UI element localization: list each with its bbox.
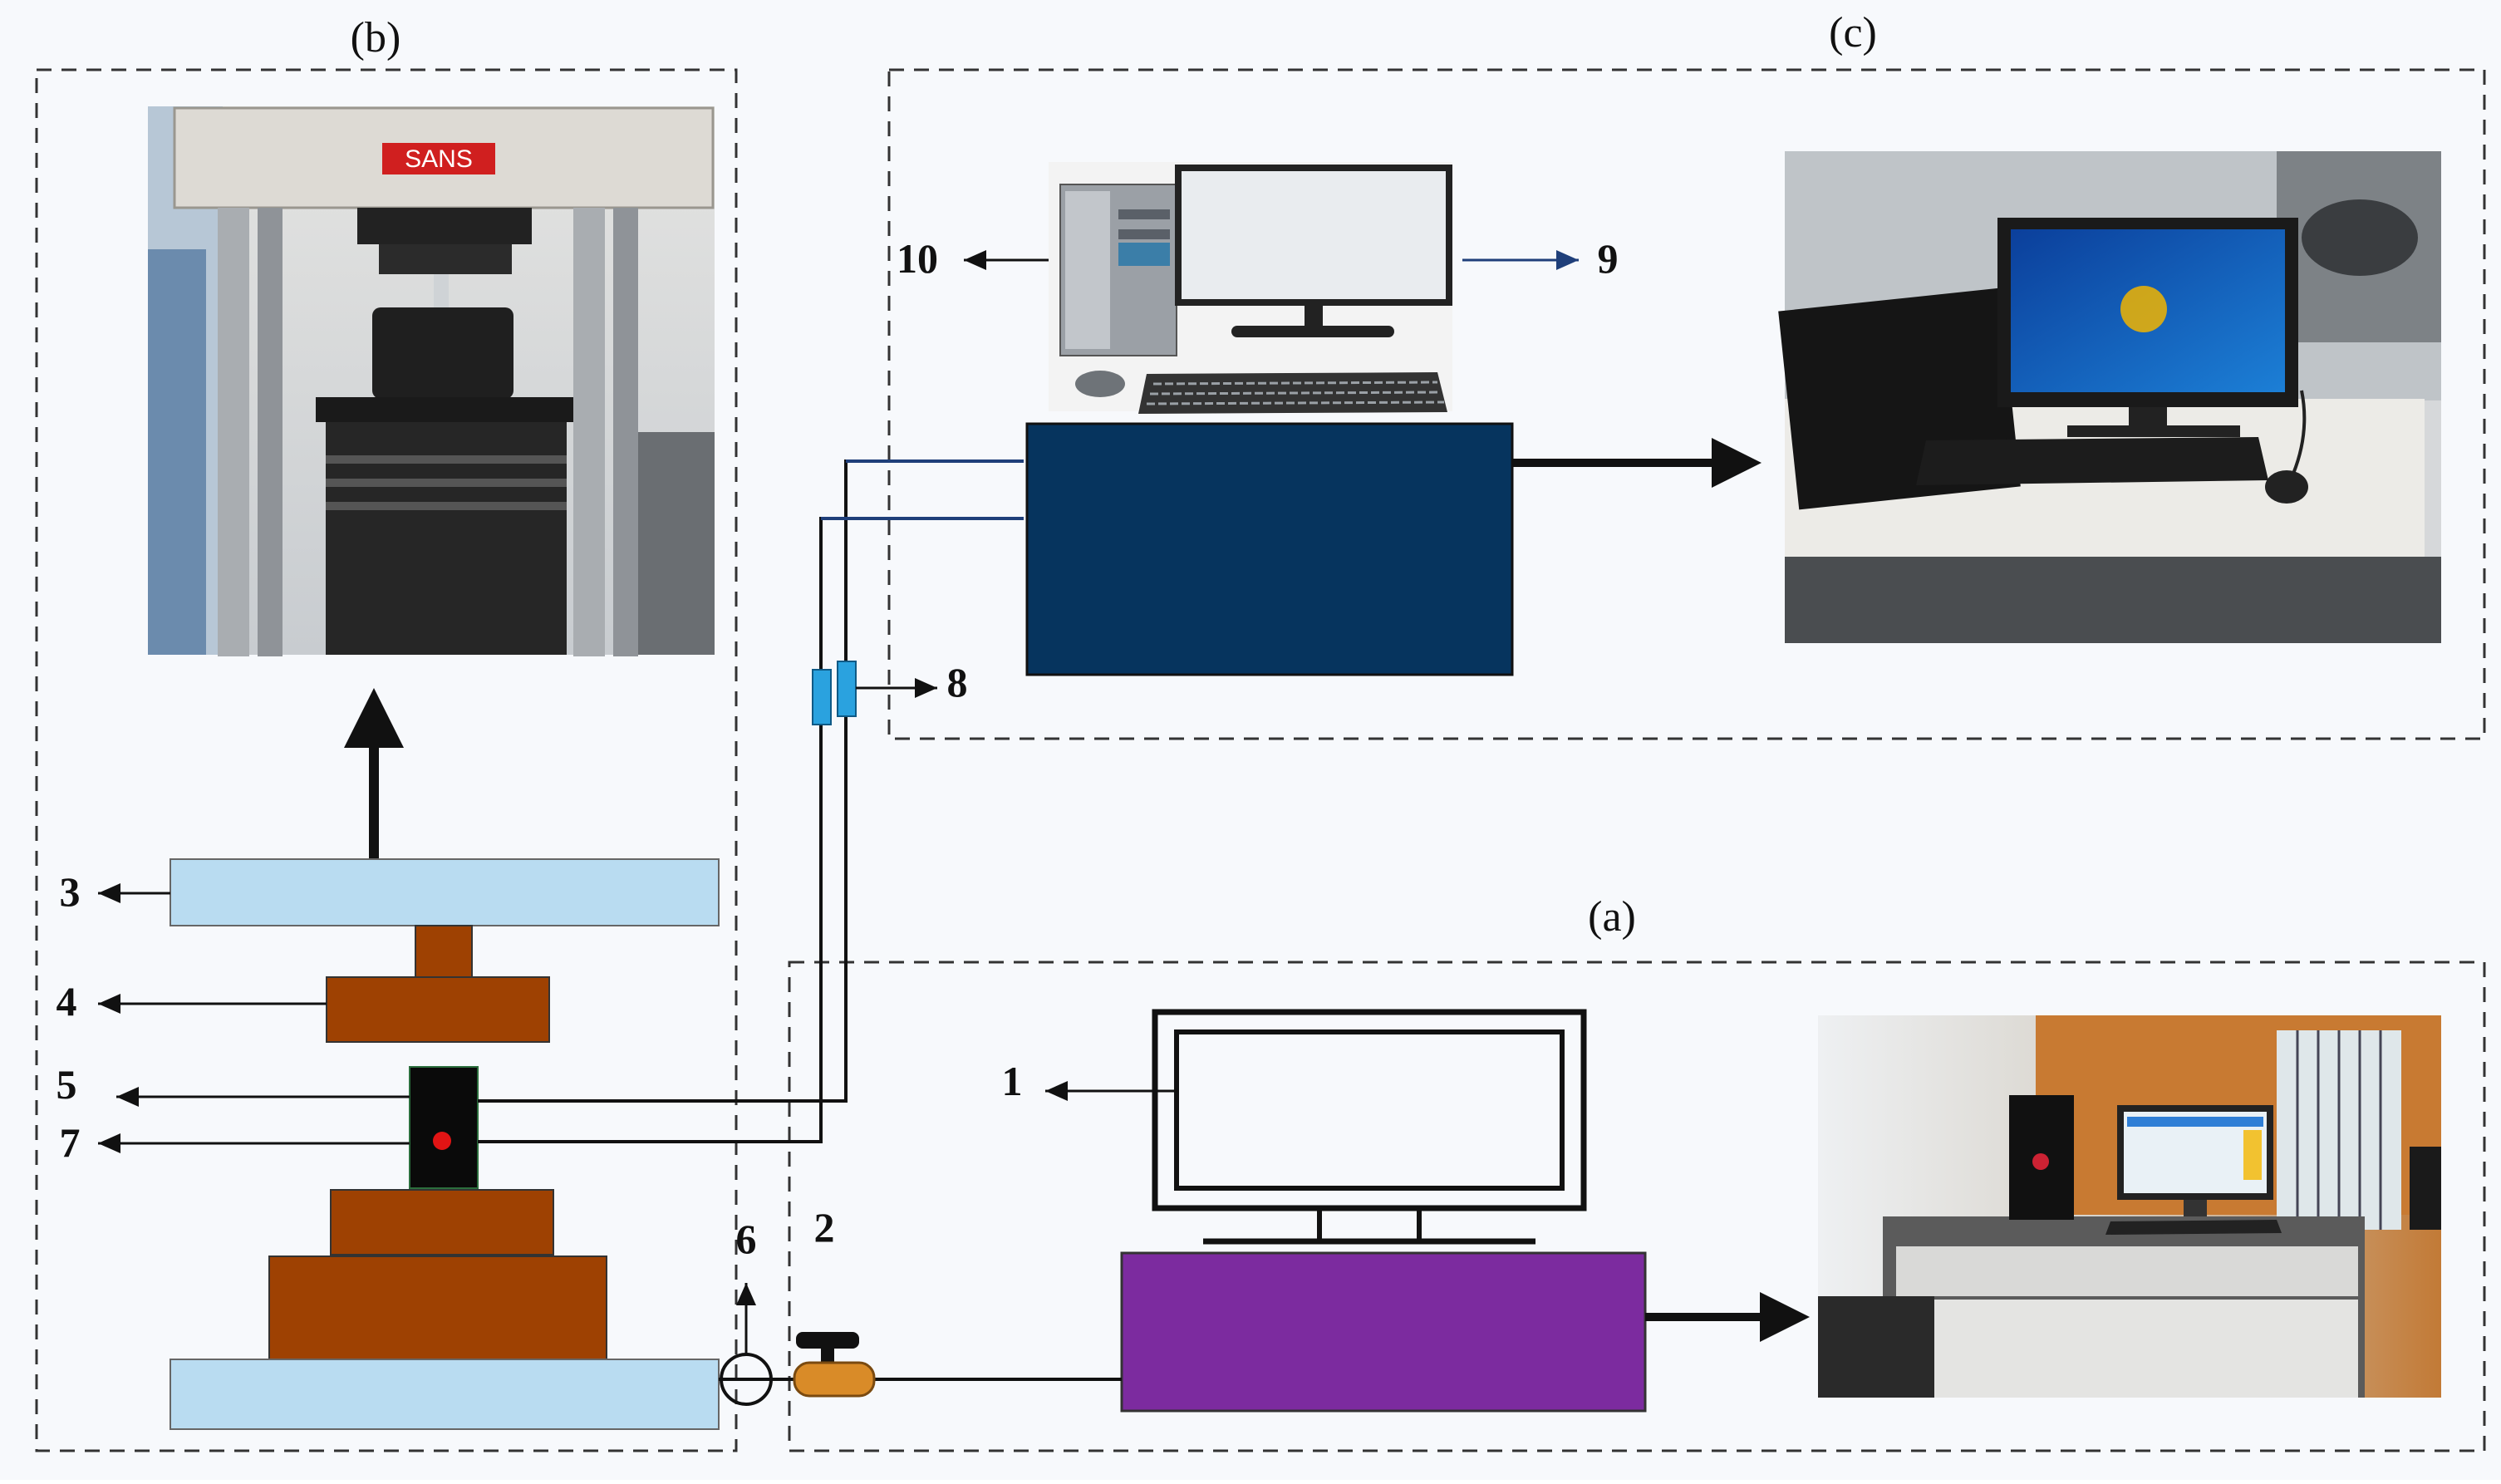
computer-clipart xyxy=(1049,162,1452,414)
panel-c-label: (c) xyxy=(1829,9,1877,57)
callout-2: 2 xyxy=(814,1204,835,1251)
loading-head xyxy=(326,976,550,1043)
callout-3: 3 xyxy=(60,868,81,915)
callout-1: 1 xyxy=(1002,1058,1023,1104)
callout-6: 6 xyxy=(736,1216,757,1262)
lower-block-top xyxy=(330,1189,554,1256)
pressure-gauge-icon xyxy=(720,1283,773,1406)
lower-platen xyxy=(170,1359,720,1430)
controller-monitor-icon xyxy=(1152,1009,1587,1245)
controller-box xyxy=(1120,1251,1647,1413)
monitor-icon xyxy=(1175,165,1452,337)
callout-7: 7 xyxy=(60,1119,81,1166)
loading-head-stem xyxy=(415,925,473,978)
panel-c-border xyxy=(887,68,2486,740)
panel-a-border xyxy=(788,961,2486,1452)
acquisition-box xyxy=(1025,422,1514,676)
panel-b-border xyxy=(35,68,738,1452)
mouse-icon xyxy=(1075,371,1125,397)
press-logo-text: SANS xyxy=(405,145,473,173)
press-machine-photo: SANS xyxy=(148,106,715,656)
callout-5: 5 xyxy=(57,1061,77,1108)
panel-b-label: (b) xyxy=(351,14,401,61)
panel-a-label: (a) xyxy=(1588,893,1636,941)
callout-4: 4 xyxy=(57,978,77,1025)
sensor-dot xyxy=(433,1132,451,1150)
rock-sample xyxy=(409,1066,479,1189)
callout-8: 8 xyxy=(947,659,968,705)
keyboard-icon xyxy=(1138,372,1447,414)
callout-10: 10 xyxy=(897,235,938,282)
connector-right xyxy=(812,669,832,725)
lab-photo xyxy=(1818,1015,2441,1398)
connector-left xyxy=(837,661,857,717)
workstation-photo xyxy=(1778,151,2441,643)
upper-platen xyxy=(170,858,720,926)
callout-9: 9 xyxy=(1598,235,1619,282)
valve-icon xyxy=(793,1332,876,1398)
desktop-computer-icon xyxy=(1059,184,1177,356)
lower-block-base xyxy=(268,1256,607,1364)
